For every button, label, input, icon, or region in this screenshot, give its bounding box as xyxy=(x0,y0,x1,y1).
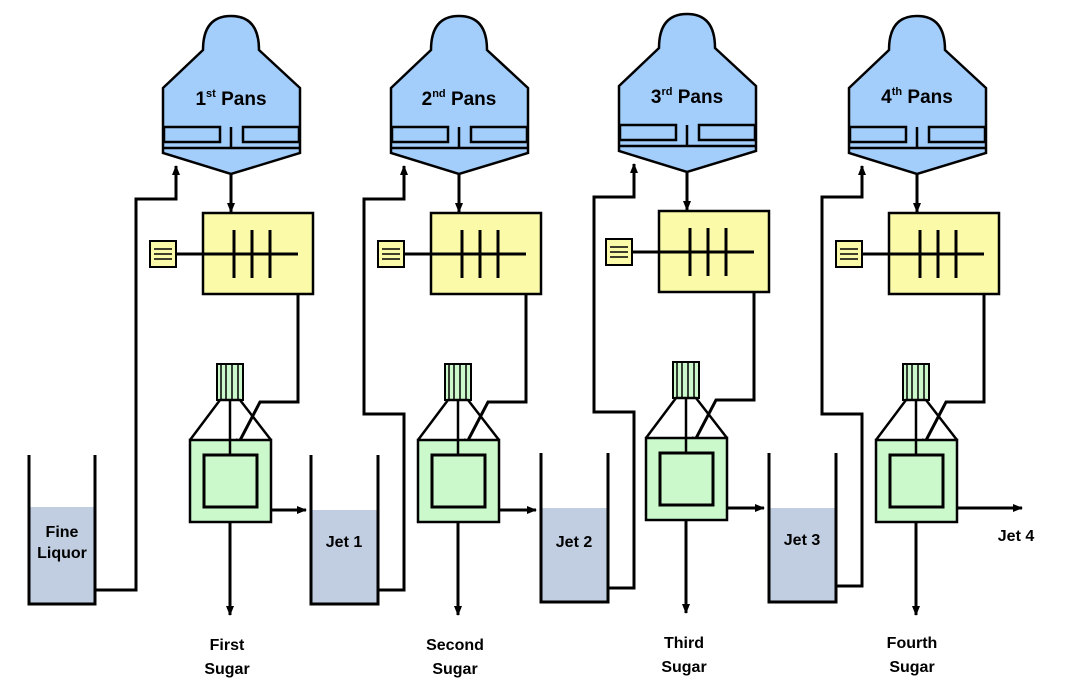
jet-4-label: Jet 4 xyxy=(998,528,1035,545)
fine-liquor-tank: Fine Liquor xyxy=(27,455,97,606)
pan-2-number: 2 xyxy=(422,89,433,110)
pan-1-number: 1 xyxy=(195,89,206,110)
pan-3-label: Pans xyxy=(678,87,723,108)
pan-2-ordinal: nd xyxy=(432,88,445,100)
crystallizer-1 xyxy=(149,211,315,296)
fourth-sugar-line1: Fourth xyxy=(887,635,938,652)
svg-text:1st Pans: 1st Pans xyxy=(195,88,266,110)
pan-1-label: Pans xyxy=(221,89,266,110)
pan-4-number: 4 xyxy=(881,87,892,108)
pan-2-label: Pans xyxy=(451,89,496,110)
first-sugar-line1: First xyxy=(210,637,245,654)
jet-2-label: Jet 2 xyxy=(556,534,593,551)
jet-3-label: Jet 3 xyxy=(784,532,821,549)
first-sugar-line2: Sugar xyxy=(204,661,249,678)
crystallizer-3 xyxy=(605,209,771,294)
fine-liquor-label-line2: Liquor xyxy=(37,545,87,562)
jet-1-tank: Jet 1 xyxy=(309,455,380,606)
fourth-sugar-line2: Sugar xyxy=(889,659,934,676)
jet-3-tank: Jet 3 xyxy=(767,453,838,604)
stage-3: 3rd Pans Third S xyxy=(592,12,771,676)
pan-3: 3rd Pans xyxy=(617,12,758,174)
pan-3-ordinal: rd xyxy=(661,86,672,98)
second-sugar-line1: Second xyxy=(426,637,484,654)
second-sugar-line2: Sugar xyxy=(432,661,477,678)
centrifugal-4 xyxy=(874,363,959,524)
pan-1: 1st Pans xyxy=(161,14,302,176)
fine-liquor-label-line1: Fine xyxy=(46,524,79,541)
jet-1-label: Jet 1 xyxy=(326,534,363,551)
svg-text:4th Pans: 4th Pans xyxy=(881,86,953,108)
centrifugal-2 xyxy=(416,363,501,524)
jet-2-tank: Jet 2 xyxy=(539,453,610,604)
stage-2: 2nd Pans Second xyxy=(362,14,543,678)
pan-1-ordinal: st xyxy=(206,88,216,100)
pan-4-ordinal: th xyxy=(892,86,903,98)
third-sugar-line2: Sugar xyxy=(661,659,706,676)
centrifugal-1 xyxy=(188,363,273,524)
pan-4-label: Pans xyxy=(907,87,952,108)
stage-4: 4th Pans Fourth xyxy=(820,14,1023,676)
stage-1: 1st Pans First S xyxy=(95,14,315,678)
centrifugal-3 xyxy=(644,361,729,522)
svg-text:2nd Pans: 2nd Pans xyxy=(422,88,497,110)
pan-4: 4th Pans xyxy=(847,14,988,176)
crystallizer-4 xyxy=(835,211,1001,296)
pan-2: 2nd Pans xyxy=(389,14,530,176)
third-sugar-line1: Third xyxy=(664,635,704,652)
crystallizer-2 xyxy=(377,211,543,296)
svg-text:3rd Pans: 3rd Pans xyxy=(651,86,723,108)
pan-3-number: 3 xyxy=(651,87,662,108)
